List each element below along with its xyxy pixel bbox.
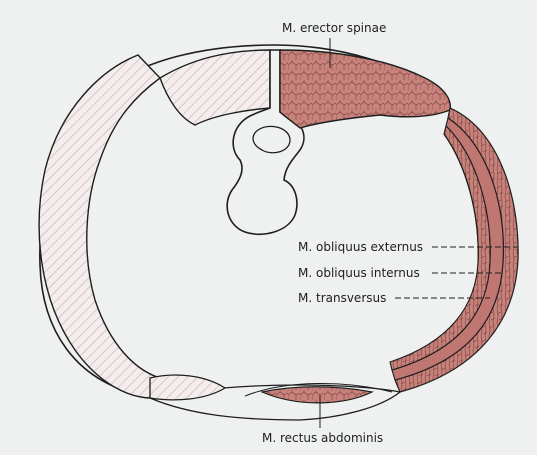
label-erector-spinae: M. erector spinae [282,21,386,35]
label-obliquus-internus: M. obliquus internus [298,266,420,280]
label-obliquus-externus: M. obliquus externus [298,240,423,254]
label-transversus: M. transversus [298,291,386,305]
erector-spinae-muscle [280,50,450,128]
left-lateral-wall-hatched [39,55,160,398]
label-rectus-abdominis: M. rectus abdominis [262,431,383,445]
